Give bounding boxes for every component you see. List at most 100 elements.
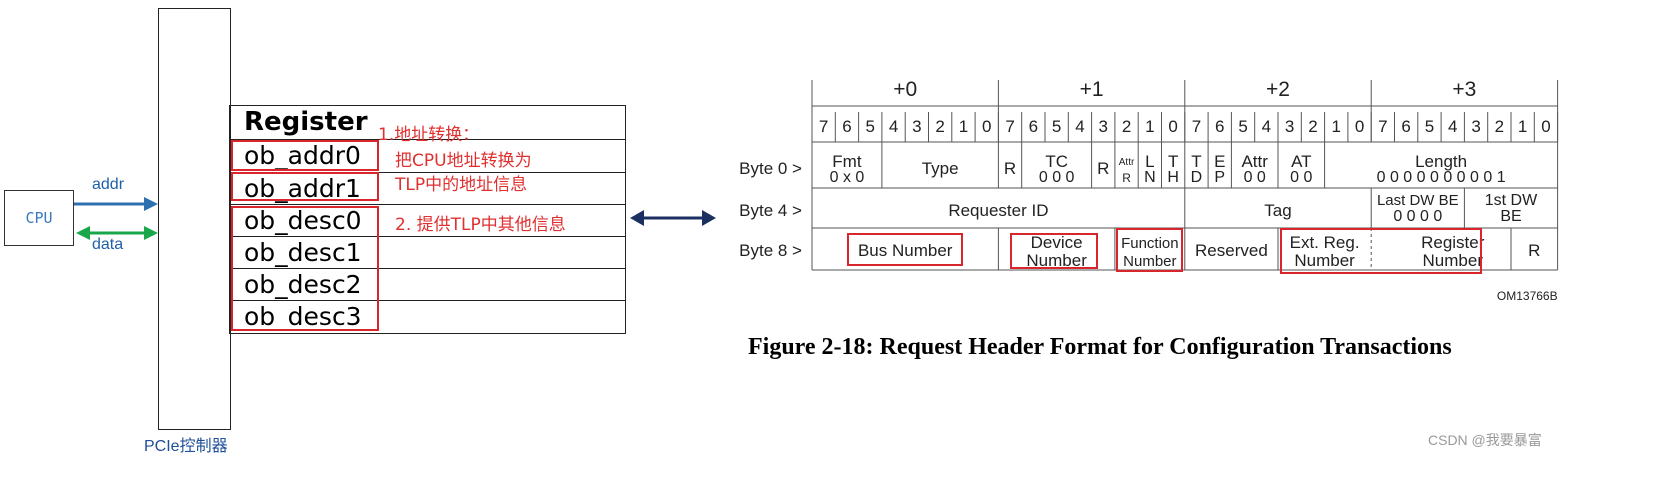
watermark: CSDN @我要暴富 xyxy=(1428,432,1542,448)
highlight-ob-addr1 xyxy=(231,172,379,201)
bit-label: 3 xyxy=(1471,117,1480,136)
bit-label: 1 xyxy=(959,117,968,136)
field-attr-small: Attr xyxy=(1119,157,1135,168)
field-at-value: 0 0 xyxy=(1290,169,1312,186)
row-label: Byte 4 > xyxy=(739,201,802,220)
register-row: ob_desc3 xyxy=(244,302,362,331)
bit-label: 2 xyxy=(1122,117,1131,136)
figure-id: OM13766B xyxy=(1497,289,1558,303)
row-label: Byte 8 > xyxy=(739,241,802,260)
cpu-block: CPU xyxy=(4,190,74,246)
field-reserved: R xyxy=(1004,159,1016,178)
field-tc-value: 0 0 0 xyxy=(1039,169,1075,186)
note-address-translation-line2: TLP中的地址信息 xyxy=(395,175,528,195)
field-device-number: Number xyxy=(1026,251,1087,270)
bit-label: 2 xyxy=(1495,117,1504,136)
field-td-d: D xyxy=(1191,169,1203,186)
bit-label: 4 xyxy=(1262,117,1271,136)
bit-label: 6 xyxy=(842,117,851,136)
highlight-register-number xyxy=(1280,228,1482,274)
field-ep-p: P xyxy=(1214,169,1225,186)
highlight-ob-addr0 xyxy=(231,140,379,171)
bit-label: 1 xyxy=(1332,117,1341,136)
highlight-bus-number xyxy=(847,233,963,266)
field-requester-id: Requester ID xyxy=(948,201,1048,220)
field-ext-reg-number: Ext. Reg. xyxy=(1290,233,1360,252)
row-label: Byte 0 > xyxy=(739,159,802,178)
pcie-controller-block xyxy=(158,8,231,430)
field-tag: Tag xyxy=(1264,201,1291,220)
bit-label: 0 xyxy=(1168,117,1177,136)
field-type: Type xyxy=(922,159,959,178)
field-fmt-value: 0 x 0 xyxy=(830,169,865,186)
field-first-dw-be: BE xyxy=(1500,208,1521,225)
bit-label: 7 xyxy=(1192,117,1201,136)
bit-label: 5 xyxy=(1238,117,1247,136)
field-first-dw-be: 1st DW xyxy=(1485,192,1538,209)
bit-label: 3 xyxy=(912,117,921,136)
bit-label: 3 xyxy=(1285,117,1294,136)
byte-offset-label: +1 xyxy=(1080,78,1104,101)
field-last-dw-be: Last DW BE xyxy=(1377,192,1459,209)
field-th-t: T xyxy=(1168,152,1178,171)
bit-label: 1 xyxy=(1145,117,1154,136)
field-register-number: Register xyxy=(1421,233,1485,252)
byte-offset-label: +2 xyxy=(1266,78,1290,101)
bit-label: 0 xyxy=(1355,117,1364,136)
bit-label: 2 xyxy=(935,117,944,136)
bit-label: 5 xyxy=(1425,117,1434,136)
register-row: ob_addr1 xyxy=(230,173,625,205)
link-double-arrow xyxy=(630,210,716,226)
bit-label: 6 xyxy=(1401,117,1410,136)
field-reserved: R xyxy=(1528,241,1540,260)
pcie-controller-label: PCIe控制器 xyxy=(144,438,228,455)
field-fmt: Fmt xyxy=(832,152,862,171)
bit-label: 0 xyxy=(1541,117,1550,136)
bit-label: 7 xyxy=(1378,117,1387,136)
register-row: ob_desc0 xyxy=(230,205,625,237)
bit-label: 6 xyxy=(1215,117,1224,136)
register-row: ob_desc2 xyxy=(230,269,625,301)
highlight-function-number xyxy=(1116,228,1183,272)
highlight-ob-desc xyxy=(231,206,379,331)
field-reserved-area: Reserved xyxy=(1195,241,1268,260)
bit-label: 2 xyxy=(1308,117,1317,136)
note-other-info: 2. 提供TLP中其他信息 xyxy=(395,215,566,235)
field-attr-value: 0 0 xyxy=(1244,169,1266,186)
bit-label: 7 xyxy=(1005,117,1014,136)
field-at: AT xyxy=(1291,152,1311,171)
field-bus-number: Bus Number xyxy=(858,241,953,260)
register-table: Register ob_addr0 ob_addr1 ob_desc0 ob_d… xyxy=(229,105,626,334)
bit-label: 4 xyxy=(889,117,898,136)
register-row: ob_addr0 xyxy=(230,140,625,173)
field-td-t: T xyxy=(1191,152,1201,171)
bit-label: 5 xyxy=(866,117,875,136)
field-last-dw-be-value: 0 0 0 0 xyxy=(1393,208,1442,225)
cpu-label: CPU xyxy=(25,209,53,227)
field-ep-e: E xyxy=(1214,152,1225,171)
field-length-value: 0 0 0 0 0 0 0 0 0 1 xyxy=(1377,169,1506,186)
figure-caption: Figure 2-18: Request Header Format for C… xyxy=(748,334,1452,360)
bit-label: 7 xyxy=(819,117,828,136)
field-length: Length xyxy=(1415,152,1467,171)
bit-label: 5 xyxy=(1052,117,1061,136)
register-row: ob_desc1 xyxy=(230,237,625,269)
data-label: data xyxy=(92,236,124,253)
addr-label: addr xyxy=(92,176,125,193)
bit-label: 0 xyxy=(982,117,991,136)
bit-label: 4 xyxy=(1075,117,1084,136)
field-n: N xyxy=(1144,169,1156,186)
field-reserved: R xyxy=(1097,159,1109,178)
bit-label: 3 xyxy=(1099,117,1108,136)
note-address-translation-title: 1.地址转换： xyxy=(378,125,480,145)
byte-offset-label: +0 xyxy=(893,78,917,101)
field-device-number: Device xyxy=(1031,233,1083,252)
bit-label: 1 xyxy=(1518,117,1527,136)
field-function-number: Function xyxy=(1121,235,1179,252)
byte-offset-label: +3 xyxy=(1452,78,1476,101)
field-function-number: Number xyxy=(1123,253,1176,270)
cpu-arrows xyxy=(74,197,158,240)
field-register-number: Number xyxy=(1423,251,1484,270)
bit-label: 4 xyxy=(1448,117,1457,136)
